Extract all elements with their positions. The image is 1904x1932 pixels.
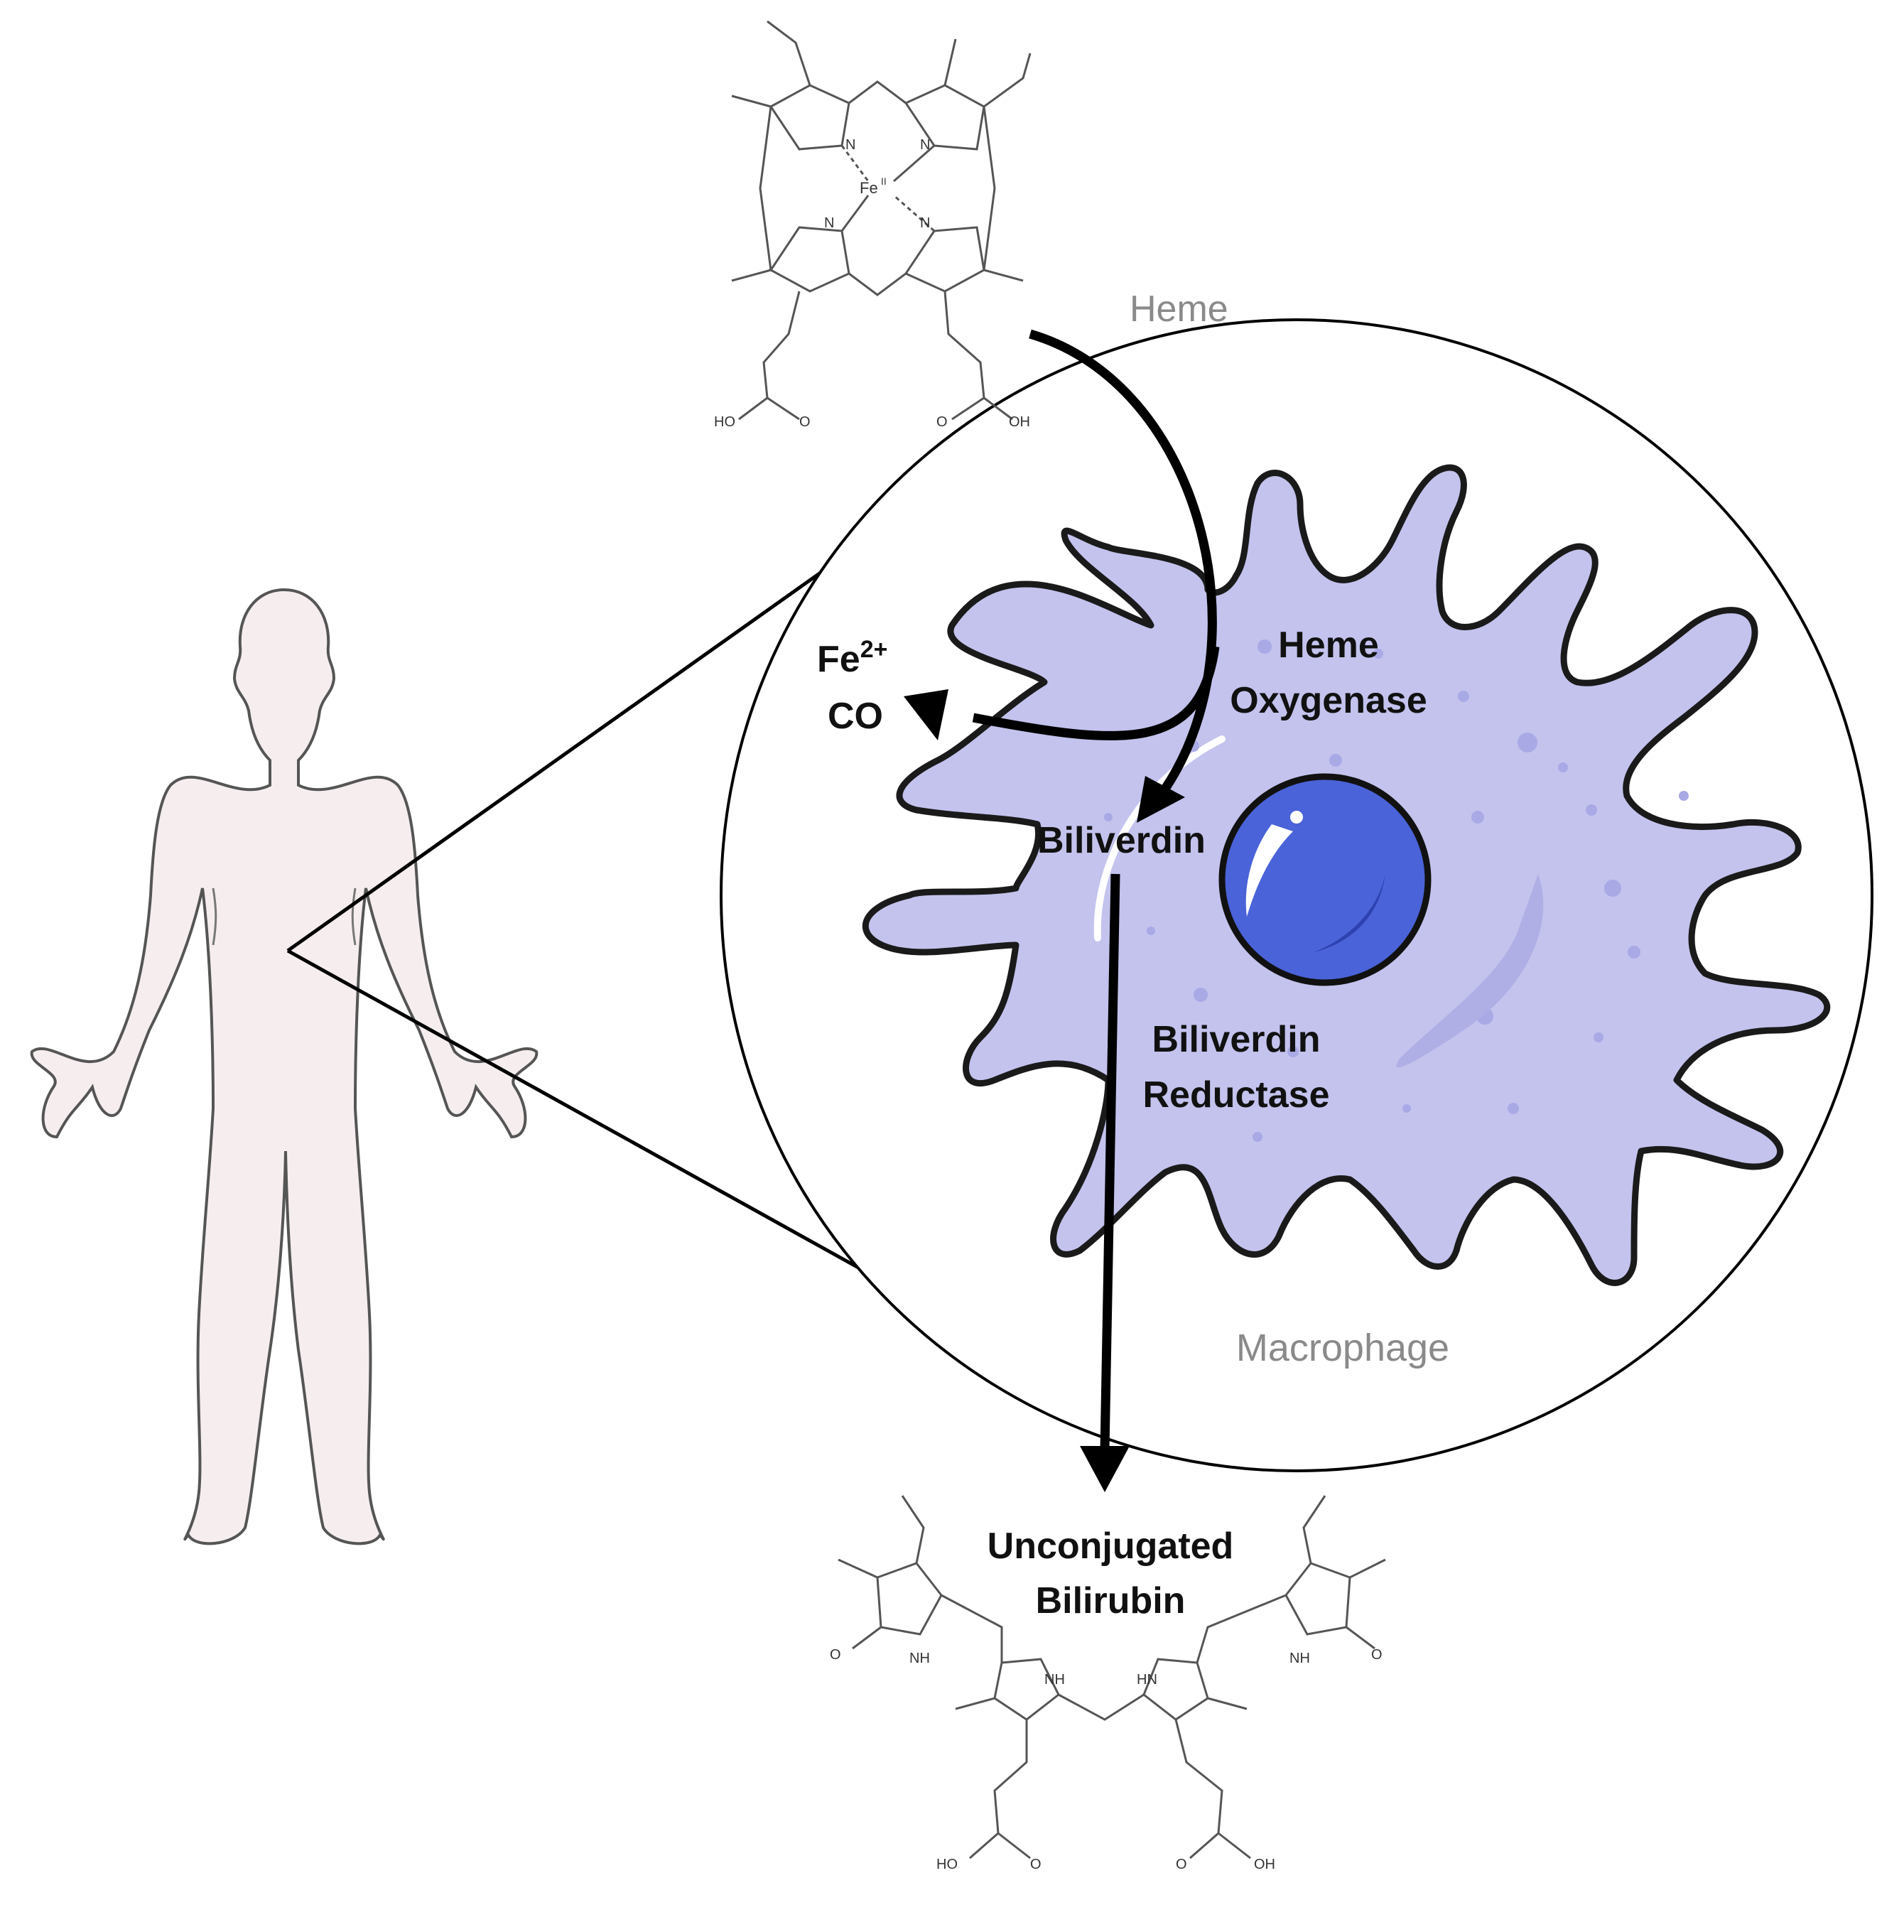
svg-text:O: O bbox=[936, 414, 948, 430]
svg-text:Fe: Fe bbox=[860, 179, 878, 197]
svg-text:N: N bbox=[824, 215, 834, 231]
svg-text:HN: HN bbox=[1137, 1672, 1157, 1688]
heme-structure bbox=[731, 20, 1032, 421]
heme-to-biliverdin-arrow bbox=[1029, 329, 1217, 792]
biliverdin-to-bilirubin-arrow bbox=[1100, 873, 1120, 1450]
pathway-arrows bbox=[904, 329, 1220, 1492]
svg-text:N: N bbox=[920, 137, 930, 153]
biliverdin-reductase-label-line2: Reductase bbox=[1143, 1074, 1330, 1116]
biliverdin-reductase-label-line1: Biliverdin bbox=[1152, 1019, 1321, 1060]
bilirubin-structure bbox=[838, 1495, 1386, 1860]
fe-charge: 2+ bbox=[860, 636, 888, 663]
biliverdin-label: Biliverdin bbox=[1037, 820, 1206, 861]
svg-text:HO: HO bbox=[714, 414, 735, 430]
heme-label: Heme bbox=[1130, 288, 1228, 330]
svg-text:HO: HO bbox=[936, 1857, 958, 1872]
svg-text:NH: NH bbox=[1044, 1672, 1065, 1688]
bilirubin-atom-labels: O NH NH HN NH O HO O O OH bbox=[830, 1647, 1383, 1872]
nucleus bbox=[1218, 773, 1432, 986]
svg-text:O: O bbox=[1371, 1647, 1383, 1663]
svg-text:O: O bbox=[799, 414, 811, 430]
heme-oxygenase-label-line1: Heme bbox=[1278, 625, 1379, 666]
heme-atom-labels: N N N N Fe II HO O O OH bbox=[714, 137, 1030, 430]
svg-text:OH: OH bbox=[1254, 1857, 1275, 1872]
svg-text:N: N bbox=[845, 137, 855, 153]
co-label: CO bbox=[828, 696, 883, 737]
svg-text:O: O bbox=[830, 1647, 841, 1663]
fe-symbol: Fe bbox=[817, 639, 860, 680]
macrophage-label: Macrophage bbox=[1236, 1327, 1449, 1369]
svg-text:NH: NH bbox=[1289, 1651, 1310, 1666]
svg-text:NH: NH bbox=[909, 1651, 930, 1666]
svg-text:OH: OH bbox=[1009, 414, 1030, 430]
fe-co-release-arrow bbox=[972, 646, 1220, 740]
unconjugated-bilirubin-label-line2: Bilirubin bbox=[1036, 1580, 1186, 1621]
svg-text:O: O bbox=[1030, 1857, 1042, 1872]
svg-text:N: N bbox=[920, 215, 930, 231]
svg-text:O: O bbox=[1176, 1857, 1187, 1872]
svg-text:II: II bbox=[881, 176, 887, 187]
human-body-silhouette bbox=[30, 588, 539, 1545]
fe-label: Fe2+ bbox=[817, 636, 887, 680]
heme-oxygenase-label-line2: Oxygenase bbox=[1230, 680, 1427, 721]
unconjugated-bilirubin-label-line1: Unconjugated bbox=[988, 1526, 1234, 1567]
zoom-lines bbox=[286, 520, 893, 1288]
